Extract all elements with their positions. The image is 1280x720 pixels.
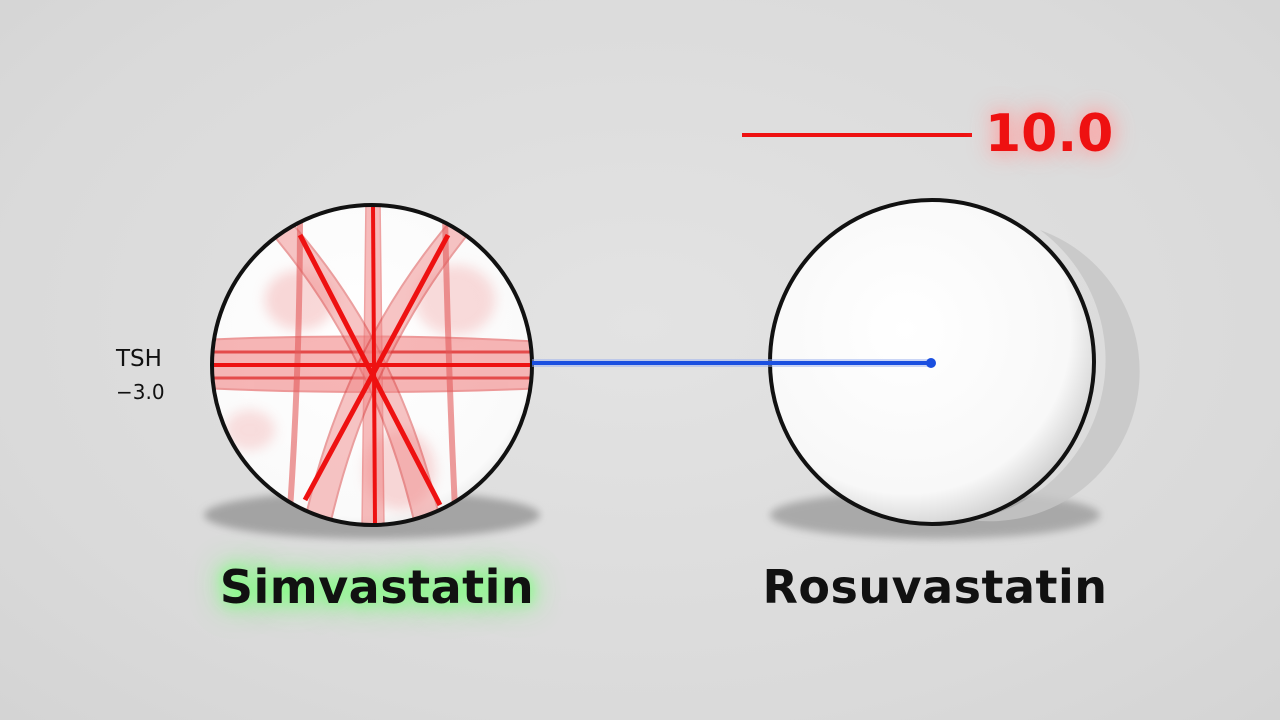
red-strain-lines (212, 205, 532, 525)
tsh-value: −3.0 (116, 380, 165, 404)
drug-label-rosuvastatin: Rosuvastatin (762, 560, 1108, 614)
tsh-label: TSH (116, 346, 162, 372)
connector-line (532, 358, 936, 368)
drug-label-simvastatin: Simvastatin (219, 560, 535, 614)
top-indicator-value: 10.0 (985, 104, 1114, 164)
left-sphere (210, 203, 534, 527)
